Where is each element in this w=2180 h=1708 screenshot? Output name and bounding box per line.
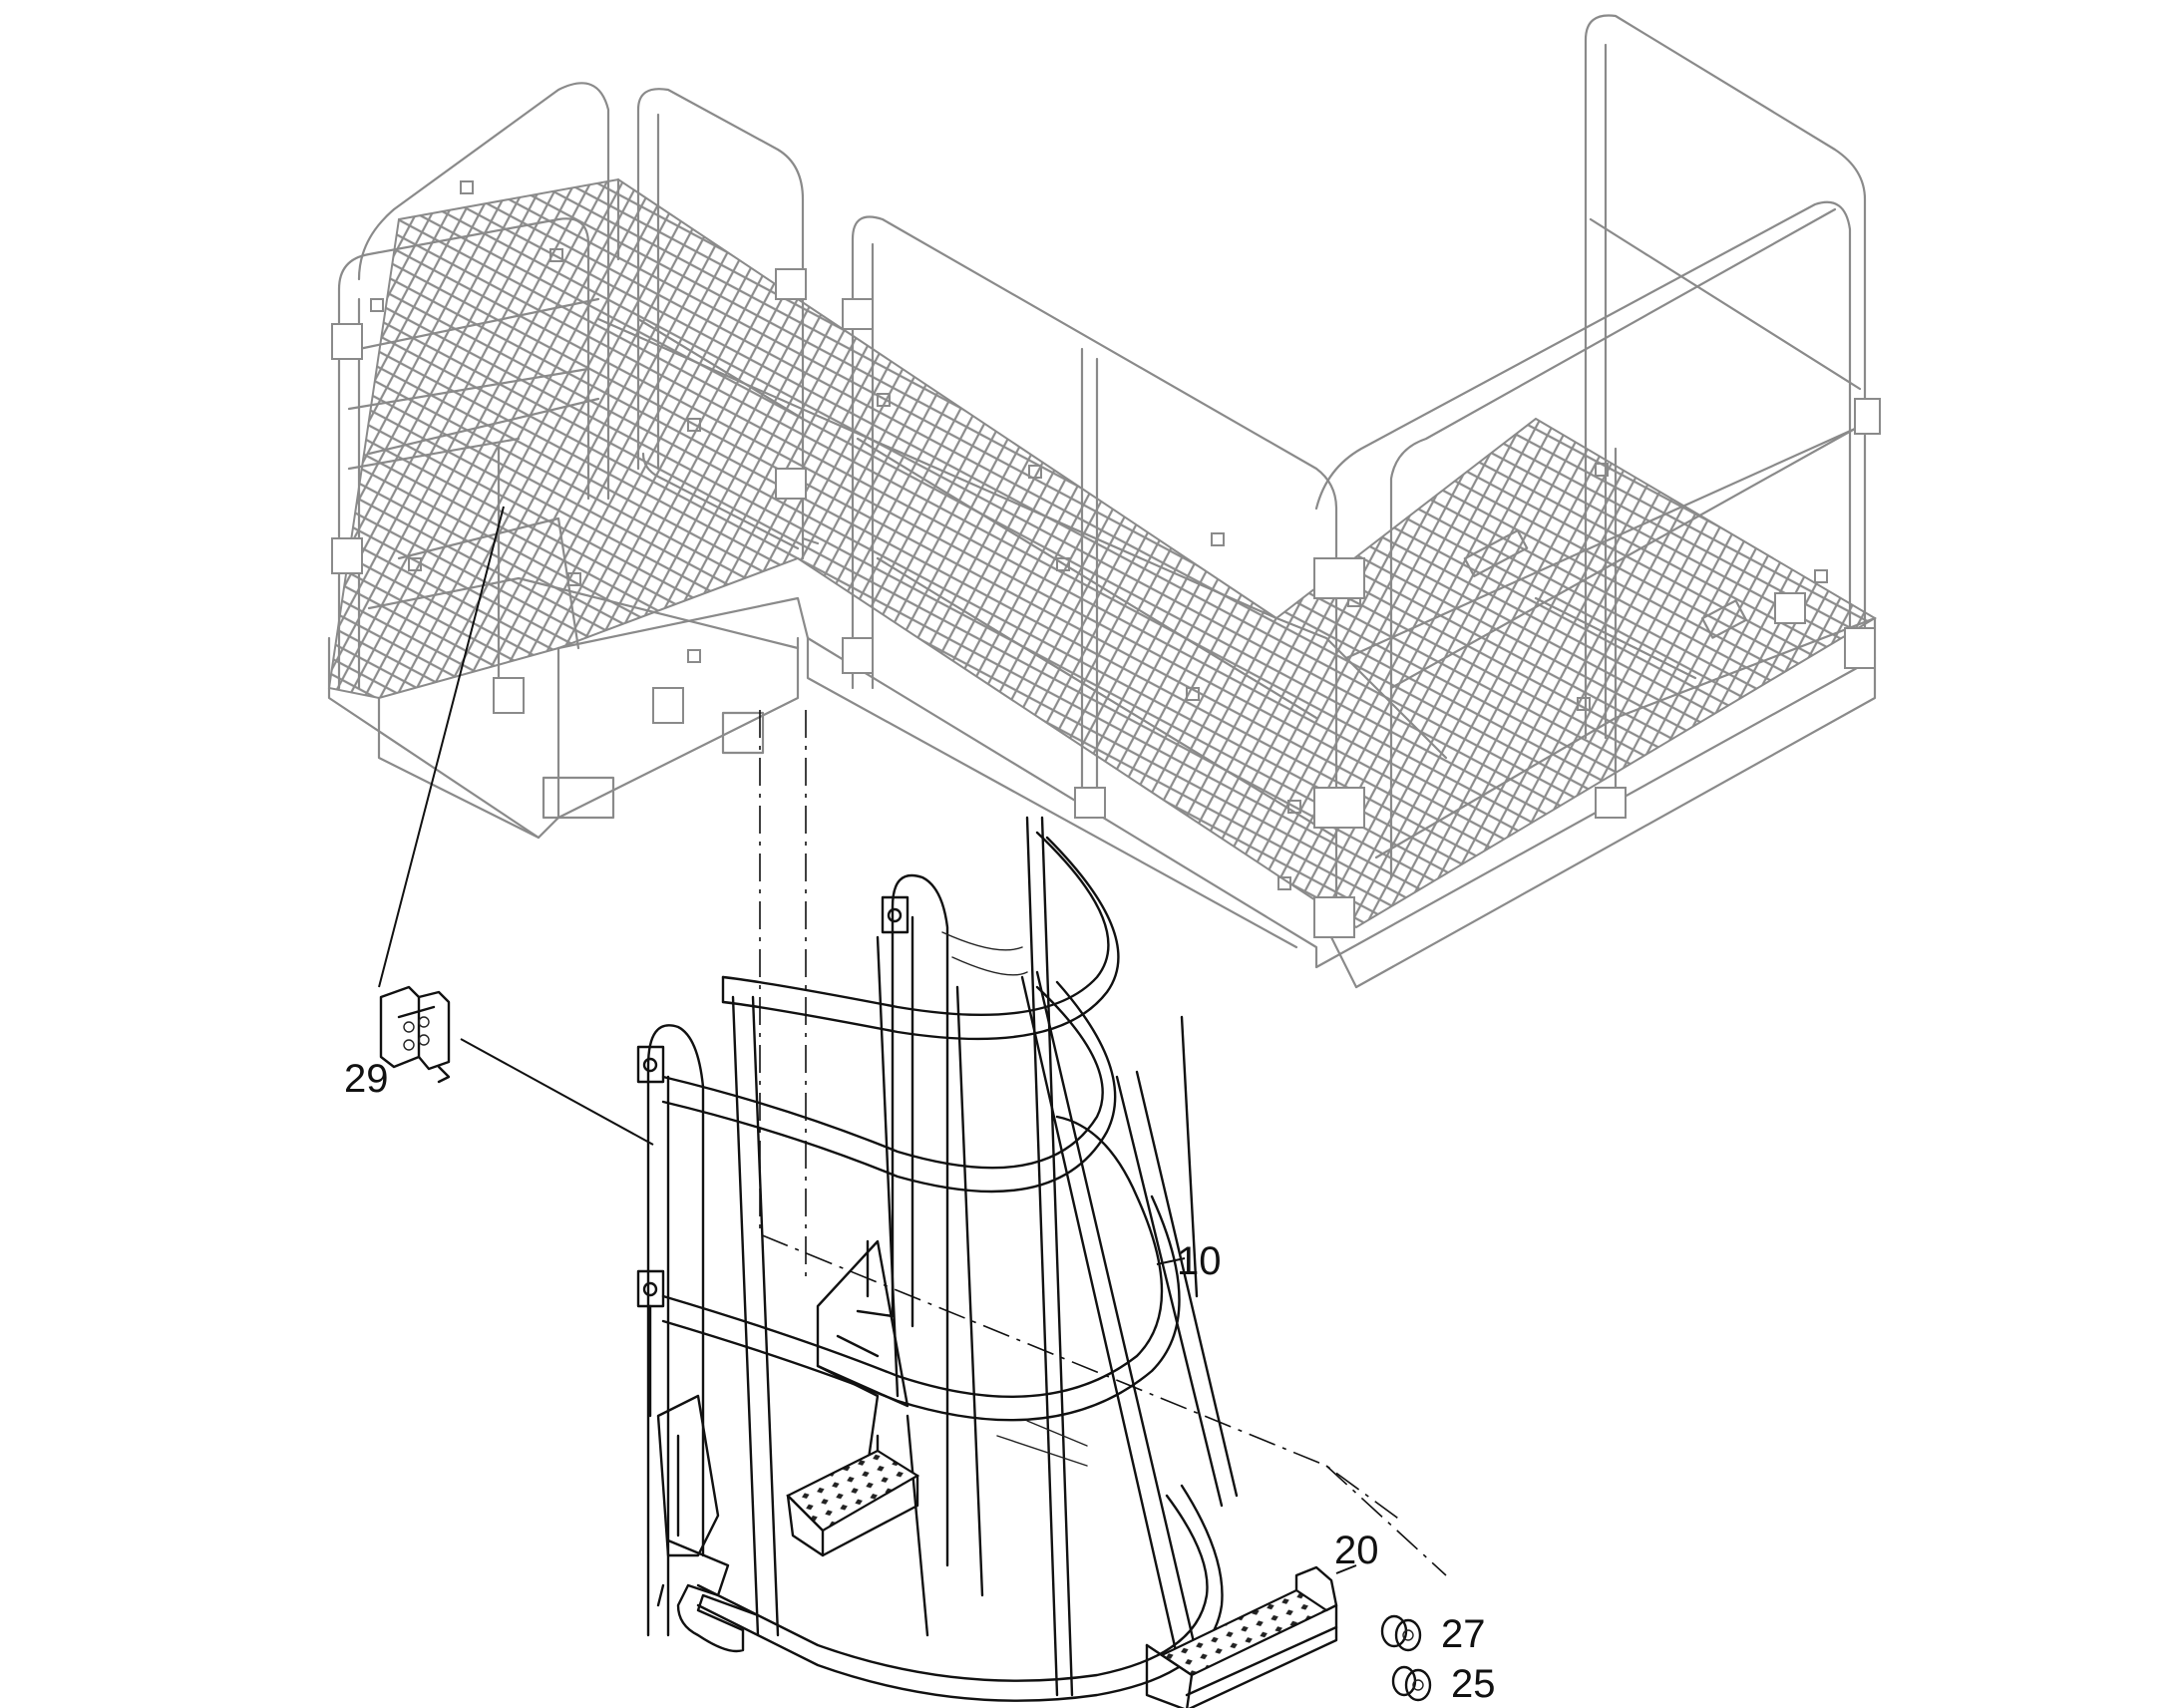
callout-25: 25 bbox=[1451, 1662, 1496, 1706]
washer-27 bbox=[1380, 1614, 1422, 1652]
callout-27: 27 bbox=[1441, 1612, 1486, 1656]
nut-25 bbox=[1391, 1665, 1432, 1702]
hinge-bracket-29 bbox=[379, 985, 451, 1084]
interior-step-tread bbox=[786, 1449, 920, 1533]
leader-lines bbox=[378, 506, 1357, 1574]
step-tread-part bbox=[1145, 1565, 1338, 1708]
ladder-cage bbox=[636, 816, 1239, 1702]
callout-20: 20 bbox=[1334, 1529, 1379, 1572]
callout-10: 10 bbox=[1177, 1239, 1222, 1283]
callout-29: 29 bbox=[344, 1057, 389, 1101]
assembly-centerlines bbox=[759, 710, 1447, 1576]
platform-assembly bbox=[327, 14, 1881, 989]
